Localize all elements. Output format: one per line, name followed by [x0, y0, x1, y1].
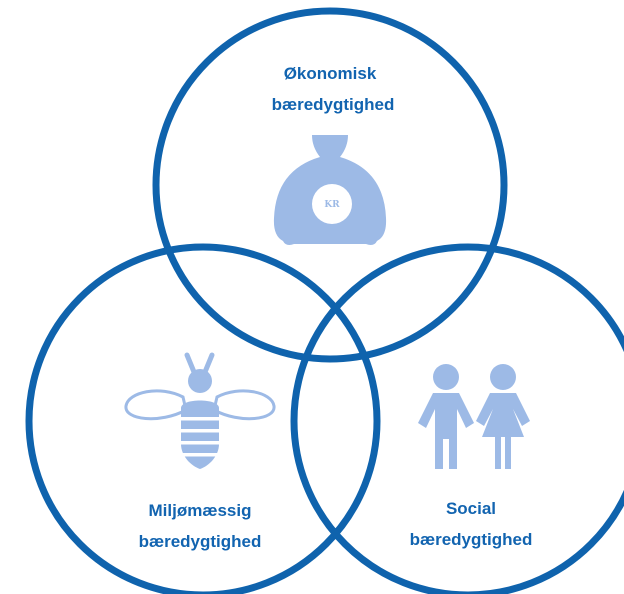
economic-circle	[152, 7, 508, 363]
environmental-label-line2: bæredygtighed	[139, 532, 262, 551]
social-label-line2: bæredygtighed	[410, 530, 533, 549]
environmental-label-line1: Miljømæssig	[149, 501, 252, 520]
people-icon	[418, 364, 530, 469]
economic-label-line1: Økonomisk	[284, 64, 377, 83]
money-bag-icon: KR	[273, 135, 387, 245]
social-circle	[290, 243, 624, 594]
environmental-circle	[25, 243, 381, 594]
social-label-line1: Social	[446, 499, 496, 518]
bee-icon	[124, 352, 276, 469]
coin-label: KR	[324, 200, 340, 210]
economic-label-line2: bæredygtighed	[272, 95, 395, 114]
